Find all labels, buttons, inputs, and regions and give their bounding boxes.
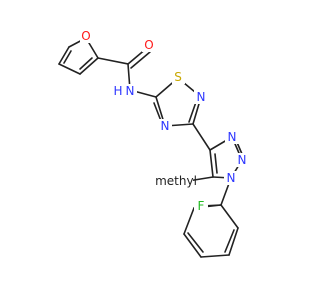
bond	[58, 46, 70, 65]
bond	[228, 227, 239, 256]
bond	[214, 153, 218, 174]
bond	[63, 50, 72, 64]
bond	[192, 123, 211, 151]
thiadiazole-sulfur-label: S	[174, 70, 182, 84]
bond	[200, 254, 230, 258]
bond	[209, 149, 214, 178]
bond	[183, 207, 195, 235]
bond	[97, 57, 129, 65]
thiadiazole-nitrogen-bottom-label: N	[161, 119, 170, 133]
bond	[224, 229, 235, 253]
bond	[220, 204, 239, 229]
thiadiazole-nitrogen-top-label: N	[197, 90, 206, 104]
bond	[130, 51, 151, 69]
fluorine-label: F	[198, 199, 205, 213]
bond	[79, 57, 93, 70]
bond	[58, 63, 81, 75]
triazole-nitrogen-3-label: N	[227, 171, 236, 185]
furan-oxygen-label: O	[81, 29, 90, 43]
bond	[188, 101, 197, 123]
bond	[187, 232, 204, 253]
triazole-nitrogen-2-label: N	[238, 153, 247, 167]
carbonyl-oxygen-label: O	[144, 38, 153, 52]
triazole-nitrogen-1-label: N	[228, 130, 237, 144]
amide-nitrogen-label: N	[126, 84, 135, 98]
methyl-label: methyl	[155, 174, 197, 188]
amide-hydrogen-label: H	[113, 84, 122, 98]
bond	[153, 102, 162, 122]
bonds	[58, 37, 246, 258]
molecule-structure: O O N H S N N N N N methyl F	[58, 29, 247, 258]
bond	[183, 233, 202, 258]
bond	[79, 57, 99, 75]
